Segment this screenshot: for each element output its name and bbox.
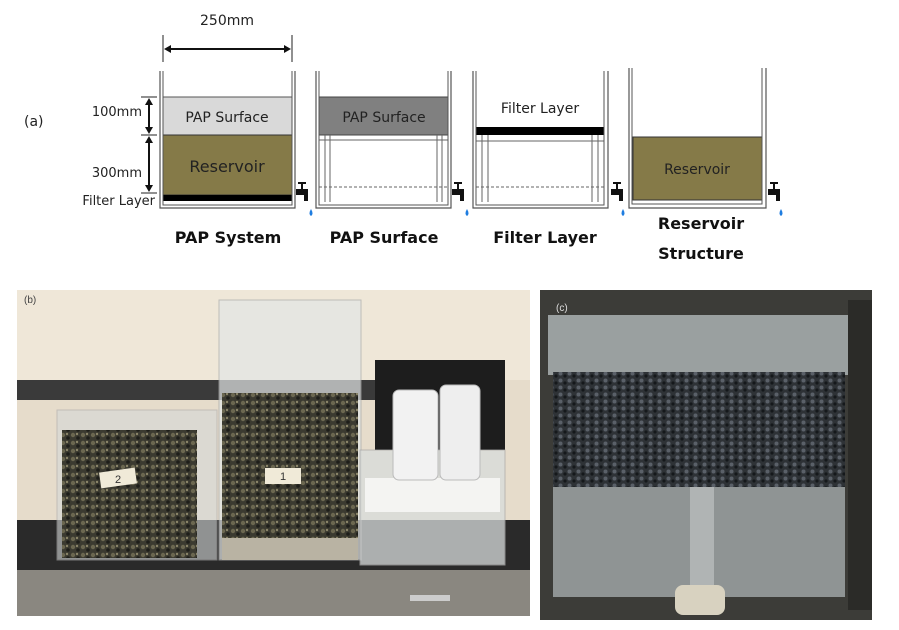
tap-icon [296,182,308,201]
box4-reservoir-label: Reservoir [664,162,730,178]
caption-reservoir: Reservoir [658,214,744,233]
width-dimension: 250mm [162,13,293,62]
tap-icon [611,182,623,201]
filter-layer-box: Filter Layer [472,71,625,216]
caption-structure: Structure [658,244,744,263]
width-label: 250mm [200,13,254,29]
caption-pap-surface: PAP Surface [330,228,439,247]
box3-filter-label: Filter Layer [501,101,579,117]
tap-icon [768,182,780,201]
water-drop-icon [465,209,469,216]
caption-pap-system: PAP System [175,228,282,247]
pap-surface-box: PAP Surface [315,71,469,216]
pap-system-box: PAP Surface Reservoir [159,71,313,216]
panel-a-label: (a) [24,114,44,130]
photo-c: (c) [540,290,872,620]
dim-300mm: 300mm [92,166,142,181]
caption-filter-layer: Filter Layer [493,228,597,247]
dim-filter-layer: Filter Layer [82,194,155,209]
water-drop-icon [309,209,313,216]
tag-2: 2 [115,474,121,486]
reservoir-structure-box: Reservoir [628,68,783,216]
tag-1: 1 [280,471,286,483]
box2-surface-label: PAP Surface [342,110,425,126]
box1-reservoir-label: Reservoir [189,157,265,176]
water-drop-icon [621,209,625,216]
box1-surface-label: PAP Surface [185,110,268,126]
dim-100mm: 100mm [92,105,142,120]
height-dimension: 100mm 300mm Filter Layer [82,96,157,209]
panel-b-label: (b) [24,295,36,306]
panel-c-label: (c) [556,303,568,314]
water-drop-icon [779,209,783,216]
tap-icon [452,182,464,201]
photo-b: 2 1 (b) [17,290,530,616]
